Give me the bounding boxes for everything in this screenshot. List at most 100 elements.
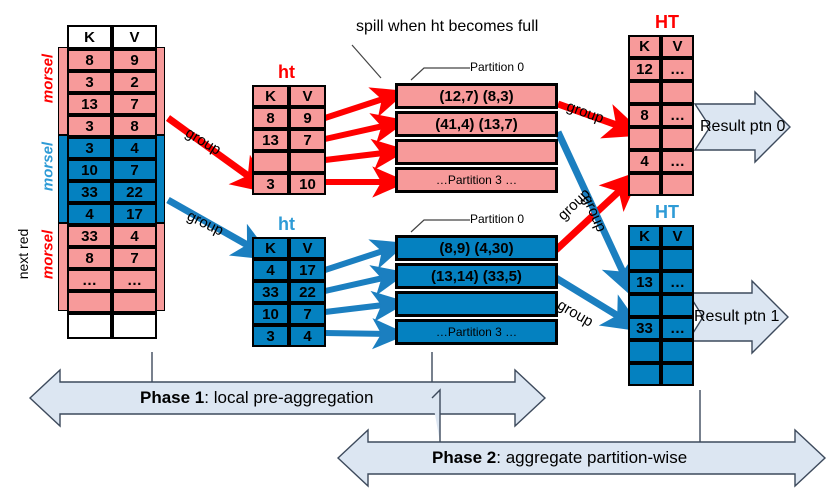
input-row-v: 7	[112, 247, 157, 269]
partition-blue-bar: (13,14) (33,5)	[395, 263, 558, 289]
morsel-label-text: morsel	[39, 53, 57, 104]
ht-red-row-k: 13	[252, 129, 289, 151]
ht-blue-row-v: 22	[289, 281, 326, 303]
HT-blue-row-v	[661, 363, 694, 386]
partition-blue-bar	[395, 291, 558, 317]
phase-1-rest: : local pre-aggregation	[204, 388, 374, 407]
HT-blue-row-v: …	[661, 317, 694, 340]
input-row-k	[67, 291, 112, 313]
arrows-red-ht-to-partitions	[324, 87, 409, 198]
input-row-v: 9	[112, 49, 157, 71]
HT-red-row-k	[628, 127, 661, 150]
spill-note: spill when ht becomes full	[356, 18, 539, 35]
input-row-v: …	[112, 269, 157, 291]
HT-red-row-k: 4	[628, 150, 661, 173]
phase-2-label: Phase 2: aggregate partition-wise	[432, 448, 687, 468]
input-row-k: 8	[67, 247, 112, 269]
ht-blue-row-k: 33	[252, 281, 289, 303]
HT-red-row-v	[661, 127, 694, 150]
input-row-v: 7	[112, 159, 157, 181]
group-label-5: group	[578, 192, 610, 235]
ht-blue-header-k: K	[252, 237, 289, 259]
partition-red-bar: (41,4) (13,7)	[395, 111, 558, 137]
result-label-1: Result ptn 1	[694, 308, 780, 325]
input-row-k: 3	[67, 115, 112, 137]
ht-red-row-k	[252, 151, 289, 173]
ht-red-label: ht	[278, 62, 295, 82]
partition-red-bar: (12,7) (8,3)	[395, 83, 558, 109]
HT-red-row-v: …	[661, 58, 694, 81]
partition-red-caption: Partition 0	[470, 60, 525, 74]
ht-blue-row-v: 4	[289, 325, 326, 347]
partition-blue-caption: Partition 0	[470, 212, 525, 226]
input-row-k: 4	[67, 203, 112, 225]
morsel-label-blue: morsel	[8, 142, 88, 191]
ht-blue-header-v: V	[289, 237, 326, 259]
input-row-v: 22	[112, 181, 157, 203]
input-row-k: 33	[67, 181, 112, 203]
input-row-v: 17	[112, 203, 157, 225]
HT-red-header-v: V	[661, 35, 694, 58]
HT-red-row-v	[661, 173, 694, 196]
group-label-6: group	[554, 296, 597, 331]
input-row-v: 4	[112, 225, 157, 247]
input-row-k: 8	[67, 49, 112, 71]
ht-red-row-k: 8	[252, 107, 289, 129]
input-row-k	[67, 313, 112, 339]
partition-blue-bar: …Partition 3 …	[395, 319, 558, 345]
group-label-3: group	[564, 97, 607, 128]
partition-blue-bar: (8,9) (4,30)	[395, 235, 558, 261]
HT-blue-row-k	[628, 294, 661, 317]
HT-red-row-k	[628, 81, 661, 104]
input-header-v: V	[112, 25, 157, 49]
ht-red-row-v	[289, 151, 326, 173]
ht-blue-row-k: 3	[252, 325, 289, 347]
input-row-v: 2	[112, 71, 157, 93]
arrows-blue-ht-to-partitions	[324, 239, 409, 350]
ht-blue-row-v: 7	[289, 303, 326, 325]
partition-red-bar: …Partition 3 …	[395, 167, 558, 193]
input-row-v: 4	[112, 137, 157, 159]
input-row-k: 3	[67, 71, 112, 93]
HT-blue-row-k	[628, 363, 661, 386]
HT-blue-row-v	[661, 294, 694, 317]
input-row-v: 7	[112, 93, 157, 115]
HT-red-row-v: …	[661, 150, 694, 173]
group-label-2: group	[184, 207, 227, 240]
input-row-v	[112, 313, 157, 339]
HT-red-label: HT	[655, 12, 679, 32]
HT-blue-header-k: K	[628, 225, 661, 248]
phase-2-bold: Phase 2	[432, 448, 497, 467]
HT-blue-row-v	[661, 340, 694, 363]
result-label-0: Result ptn 0	[700, 118, 786, 135]
input-header-k: K	[67, 25, 112, 49]
HT-red-header-k: K	[628, 35, 661, 58]
partition-red-bar	[395, 139, 558, 165]
ht-red-header-k: K	[252, 85, 289, 107]
HT-blue-header-v: V	[661, 225, 694, 248]
input-row-v	[112, 291, 157, 313]
input-row-k: 33	[67, 225, 112, 247]
morsel-label-red-1: morsel	[8, 54, 88, 103]
HT-red-row-k	[628, 173, 661, 196]
ht-red-row-k: 3	[252, 173, 289, 195]
phase-1-bold: Phase 1	[140, 388, 205, 407]
input-row-k: 13	[67, 93, 112, 115]
HT-red-row-v: …	[661, 104, 694, 127]
ht-blue-label: ht	[278, 214, 295, 234]
group-label-1: group	[182, 124, 225, 159]
next-red-label: next red	[0, 229, 63, 280]
morsel-label-text: morsel	[39, 141, 57, 192]
HT-blue-row-k: 33	[628, 317, 661, 340]
input-row-k: …	[67, 269, 112, 291]
phase-2-rest: : aggregate partition-wise	[496, 448, 688, 467]
ht-red-row-v: 9	[289, 107, 326, 129]
input-row-v: 8	[112, 115, 157, 137]
ht-blue-row-v: 17	[289, 259, 326, 281]
ht-red-row-v: 7	[289, 129, 326, 151]
ht-red-header-v: V	[289, 85, 326, 107]
HT-blue-row-v	[661, 248, 694, 271]
input-row-k: 10	[67, 159, 112, 181]
ht-blue-row-k: 10	[252, 303, 289, 325]
HT-blue-label: HT	[655, 202, 679, 222]
